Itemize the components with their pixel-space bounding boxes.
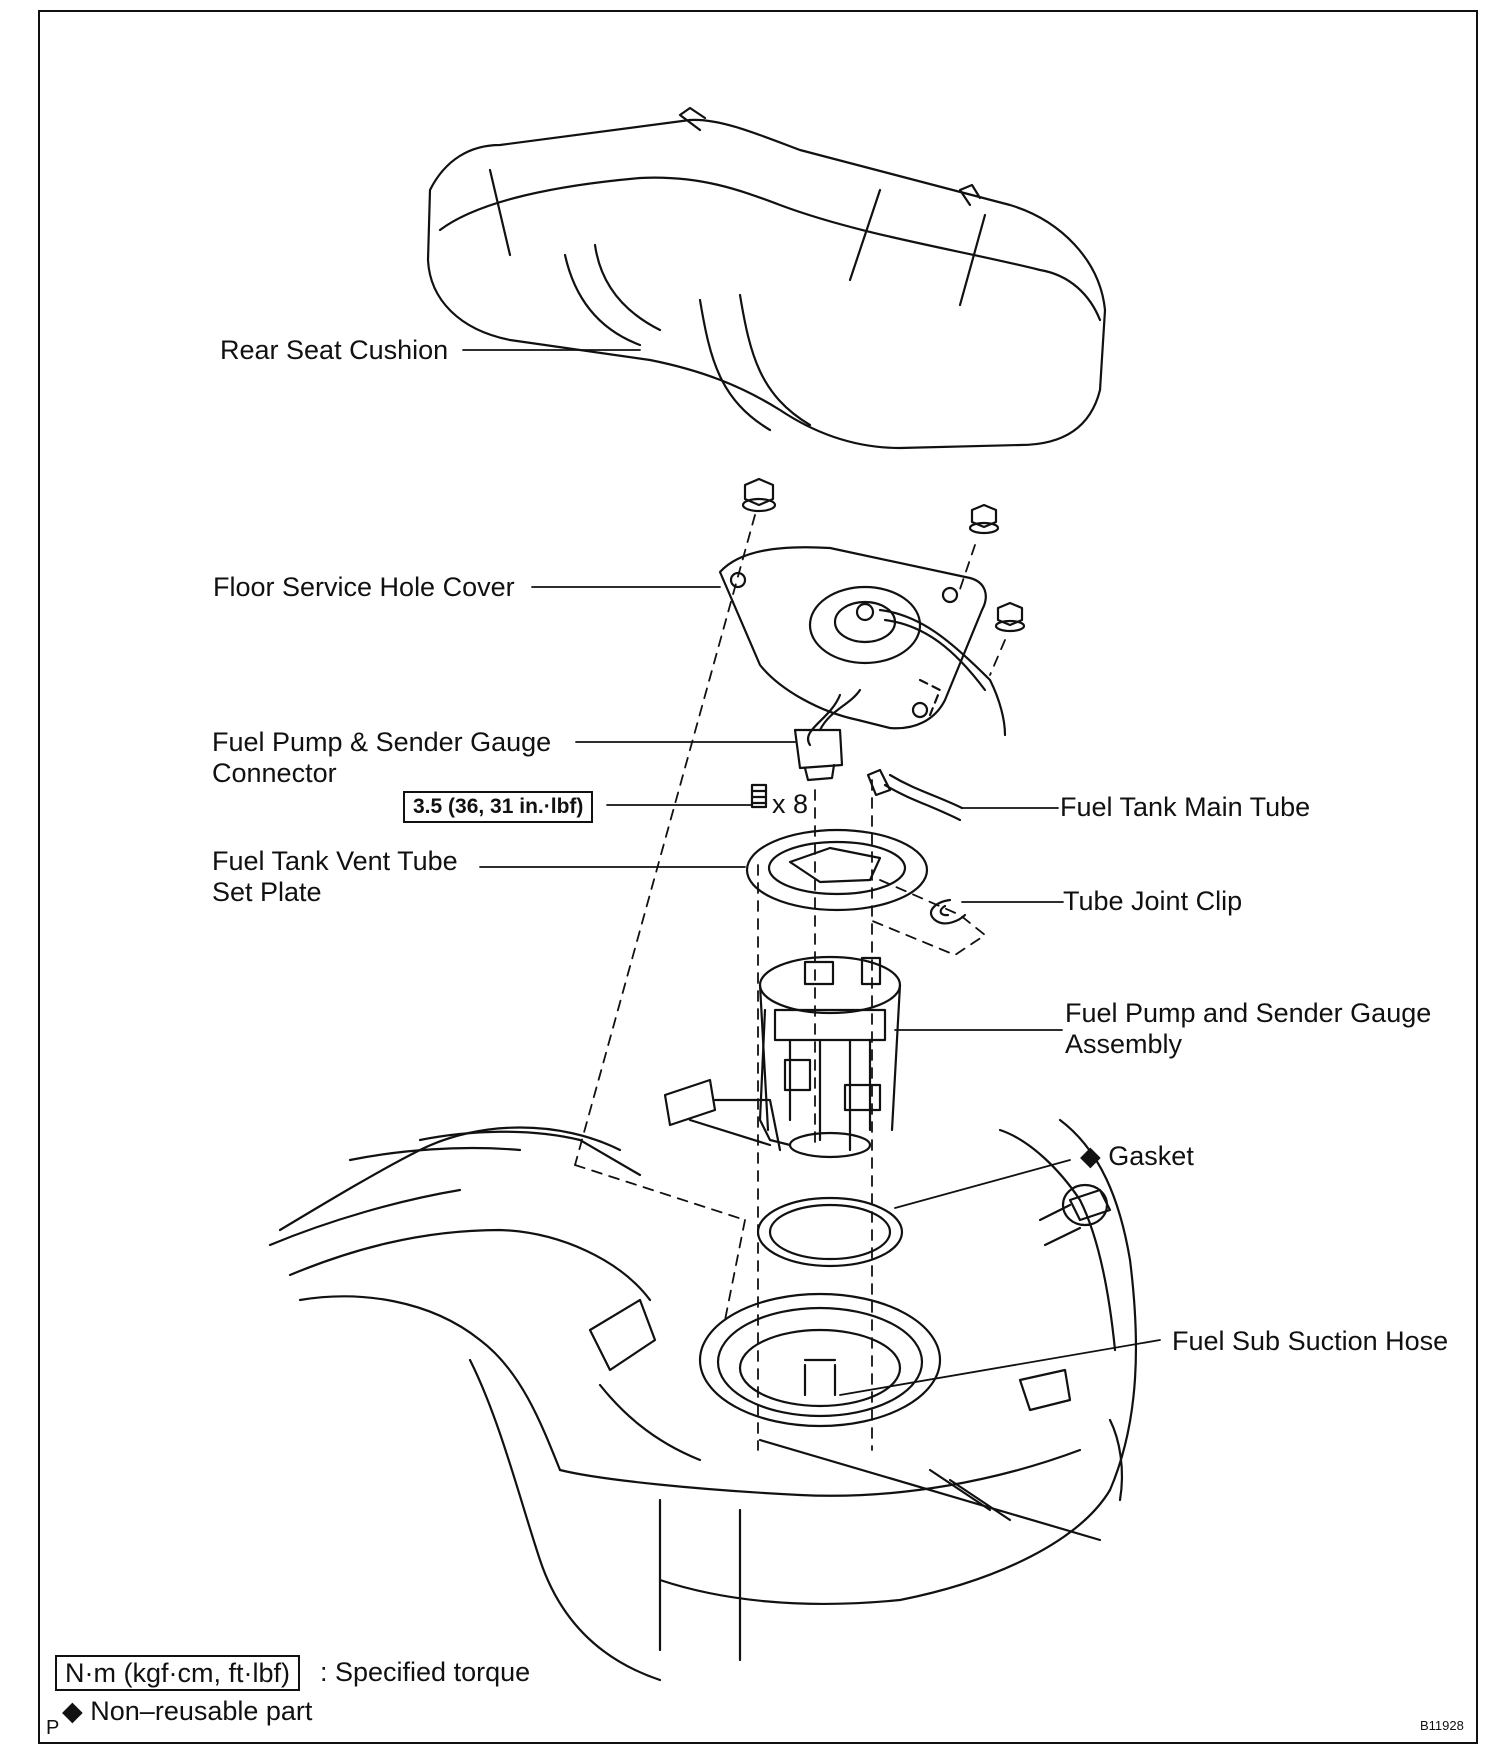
label-bolt-count: x 8 — [772, 789, 809, 819]
label-gasket: ◆ Gasket — [1080, 1141, 1194, 1172]
tube-joint-clip-drawing — [929, 898, 967, 925]
label-pump-connector-line1: Fuel Pump & Sender Gauge — [212, 727, 552, 757]
legend-non-reusable-text: Non–reusable part — [90, 1696, 313, 1726]
diagram-frame — [38, 10, 1478, 1744]
figure-id: B11928 — [1420, 1718, 1464, 1733]
label-tube-joint-clip: Tube Joint Clip — [1063, 886, 1243, 916]
legend-torque-desc: : Specified torque — [320, 1657, 531, 1687]
label-vent-tube-line1: Fuel Tank Vent Tube — [212, 846, 458, 876]
diamond-icon: ◆ — [62, 1696, 83, 1726]
label-pump-connector-line2: Connector — [212, 758, 337, 788]
legend-non-reusable: ◆ Non–reusable part — [62, 1696, 312, 1727]
legend-torque-unit-box: N·m (kgf·cm, ft·lbf) — [55, 1655, 300, 1691]
torque-spec-box: 3.5 (36, 31 in.·lbf) — [403, 791, 594, 823]
rear-seat-cushion-drawing — [426, 106, 1107, 450]
bolt-drawing — [750, 783, 768, 809]
diamond-icon: ◆ — [1080, 1141, 1101, 1171]
pump-connector-drawing — [793, 688, 862, 782]
fuel-pump-assembly-drawing — [663, 955, 902, 1159]
set-plate-drawing — [745, 828, 929, 912]
cover-nuts-drawing — [741, 477, 1026, 633]
leader-lines — [462, 349, 1161, 1396]
legend-p-mark: P — [46, 1717, 60, 1739]
label-fuel-sub-suction-hose: Fuel Sub Suction Hose — [1172, 1326, 1449, 1356]
label-pump-assembly-line2: Assembly — [1065, 1029, 1183, 1059]
fuel-tank-drawing — [268, 1118, 1138, 1682]
label-pump-assembly-line1: Fuel Pump and Sender Gauge — [1065, 998, 1432, 1028]
label-fuel-tank-main-tube: Fuel Tank Main Tube — [1060, 792, 1311, 822]
label-rear-seat-cushion: Rear Seat Cushion — [220, 335, 449, 365]
main-tube-drawing — [866, 768, 964, 822]
label-floor-service-hole-cover: Floor Service Hole Cover — [213, 572, 515, 602]
label-vent-tube-line2: Set Plate — [212, 877, 322, 907]
floor-service-hole-cover-drawing — [718, 546, 1007, 747]
label-gasket-text: Gasket — [1108, 1141, 1194, 1171]
gasket-drawing — [756, 1196, 904, 1268]
